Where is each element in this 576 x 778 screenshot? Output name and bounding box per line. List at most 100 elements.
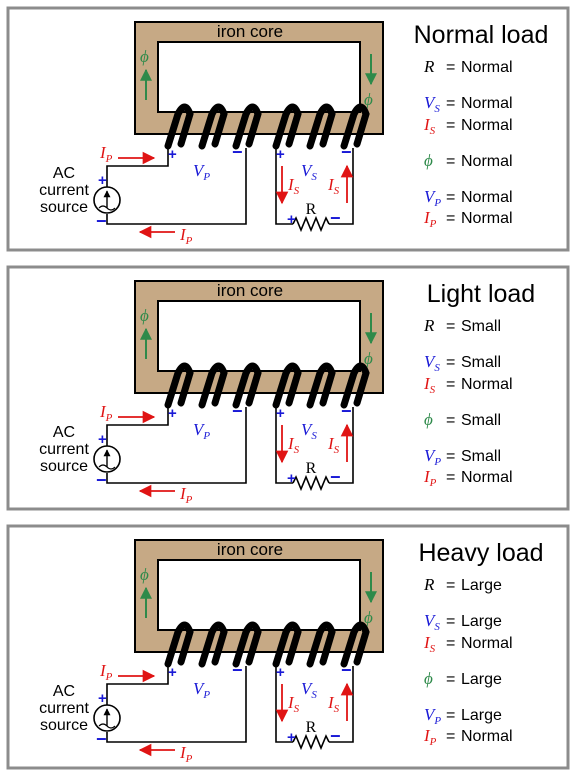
ip-label-top-base: I [99, 143, 107, 162]
eq-vs-symbol-sub: S [434, 621, 440, 633]
panel-2: iron coreϕϕ+−ACcurrentsourceIPIP+−VPR+−+… [6, 265, 570, 511]
primary-minus: − [232, 142, 243, 162]
core-window [157, 300, 361, 372]
eq-ip-equals: = [446, 210, 455, 227]
is-label-down-sub: S [294, 444, 300, 456]
is-label-down: IS [287, 693, 300, 715]
eq-vs-value: Large [461, 613, 502, 630]
eq-vp-symbol-base: V [424, 187, 437, 206]
primary-coil-turn [198, 621, 228, 668]
eq-vp-equals: = [446, 707, 455, 724]
vp-label-base: V [193, 679, 206, 698]
secondary-plus: + [276, 664, 285, 681]
ip-label-bottom-base: I [179, 225, 187, 244]
eq-ip-symbol-base: I [423, 726, 431, 745]
eq-ip-value: Normal [461, 469, 513, 486]
secondary-minus: − [341, 142, 352, 162]
source-plus: + [98, 431, 107, 448]
vp-label-base: V [193, 420, 206, 439]
secondary-wire-left [275, 666, 293, 743]
resistor-minus: − [330, 208, 341, 228]
eq-r-equals: = [446, 318, 455, 335]
eq-is-equals: = [446, 635, 455, 652]
is-label-up-sub: S [334, 703, 340, 715]
eq-is-symbol: IS [423, 374, 436, 396]
is-label-down-base: I [287, 434, 295, 453]
resistor-minus: − [330, 467, 341, 487]
vs-label: VS [301, 420, 317, 442]
is-label-down-sub: S [294, 703, 300, 715]
is-label-down: IS [287, 434, 300, 456]
eq-vs-symbol-base: V [424, 611, 437, 630]
vs-label-base: V [301, 420, 314, 439]
panel-title: Heavy load [418, 539, 543, 567]
flux-label-left: ϕ [140, 306, 149, 325]
vs-label-base: V [301, 679, 314, 698]
core-window [157, 41, 361, 113]
eq-vp-symbol: VP [424, 187, 441, 209]
eq-is-equals: = [446, 117, 455, 134]
primary-coil-turn [232, 103, 262, 150]
eq-phi-value: Normal [461, 153, 513, 170]
source-label-2: current [39, 700, 89, 717]
flux-label-right: ϕ [364, 608, 373, 627]
eq-r-value: Small [461, 318, 501, 335]
eq-vp-value: Normal [461, 189, 513, 206]
eq-vp-equals: = [446, 448, 455, 465]
eq-is-symbol: IS [423, 115, 436, 137]
ip-label-bottom: IP [179, 484, 193, 506]
eq-ip-symbol-sub: P [429, 477, 437, 489]
resistor-symbol [292, 733, 330, 751]
eq-is-symbol-base: I [423, 115, 431, 134]
ip-label-top-sub: P [105, 671, 113, 683]
primary-wire-top [106, 407, 169, 449]
source-plus: + [98, 690, 107, 707]
source-label-3: source [40, 458, 88, 475]
eq-is-value: Normal [461, 117, 513, 134]
vs-label-base: V [301, 161, 314, 180]
secondary-minus: − [341, 660, 352, 680]
source-label-2: current [39, 441, 89, 458]
ip-label-bottom: IP [179, 743, 193, 765]
vp-label-base: V [193, 161, 206, 180]
eq-vp-symbol-sub: P [433, 715, 441, 727]
eq-vp-value: Small [461, 448, 501, 465]
eq-phi-value: Large [461, 671, 502, 688]
source-label-1: AC [53, 165, 75, 182]
eq-phi-symbol: ϕ [424, 410, 433, 429]
resistor-label: R [306, 719, 317, 736]
eq-vp-symbol-base: V [424, 705, 437, 724]
eq-r-value: Large [461, 577, 502, 594]
primary-coil-turn [164, 621, 194, 668]
flux-label-left: ϕ [140, 565, 149, 584]
is-label-up-base: I [327, 175, 335, 194]
vp-label-sub: P [202, 430, 210, 442]
primary-coil-turn [164, 362, 194, 409]
eq-vs-symbol-base: V [424, 93, 437, 112]
ip-label-top: IP [99, 661, 113, 683]
eq-vp-symbol-sub: P [433, 456, 441, 468]
source-label-2: current [39, 182, 89, 199]
secondary-coil-turn [306, 362, 336, 409]
eq-ip-symbol-sub: P [429, 736, 437, 748]
eq-vs-equals: = [446, 354, 455, 371]
eq-phi-symbol: ϕ [424, 669, 433, 688]
is-label-down: IS [287, 175, 300, 197]
eq-ip-symbol-base: I [423, 467, 431, 486]
ip-label-bottom-base: I [179, 743, 187, 762]
primary-plus: + [168, 664, 177, 681]
ip-label-bottom: IP [179, 225, 193, 247]
eq-r-symbol: R [423, 316, 435, 335]
ip-label-bottom-sub: P [185, 494, 193, 506]
ip-label-top: IP [99, 143, 113, 165]
eq-phi-symbol: ϕ [424, 151, 433, 170]
eq-vs-symbol: VS [424, 93, 440, 115]
eq-vp-value: Large [461, 707, 502, 724]
eq-vs-symbol-base: V [424, 352, 437, 371]
eq-vp-symbol-base: V [424, 446, 437, 465]
vs-label-sub: S [311, 171, 317, 183]
eq-r-equals: = [446, 577, 455, 594]
panel-title: Normal load [414, 21, 549, 49]
eq-ip-symbol: IP [423, 726, 437, 748]
eq-ip-symbol-base: I [423, 208, 431, 227]
